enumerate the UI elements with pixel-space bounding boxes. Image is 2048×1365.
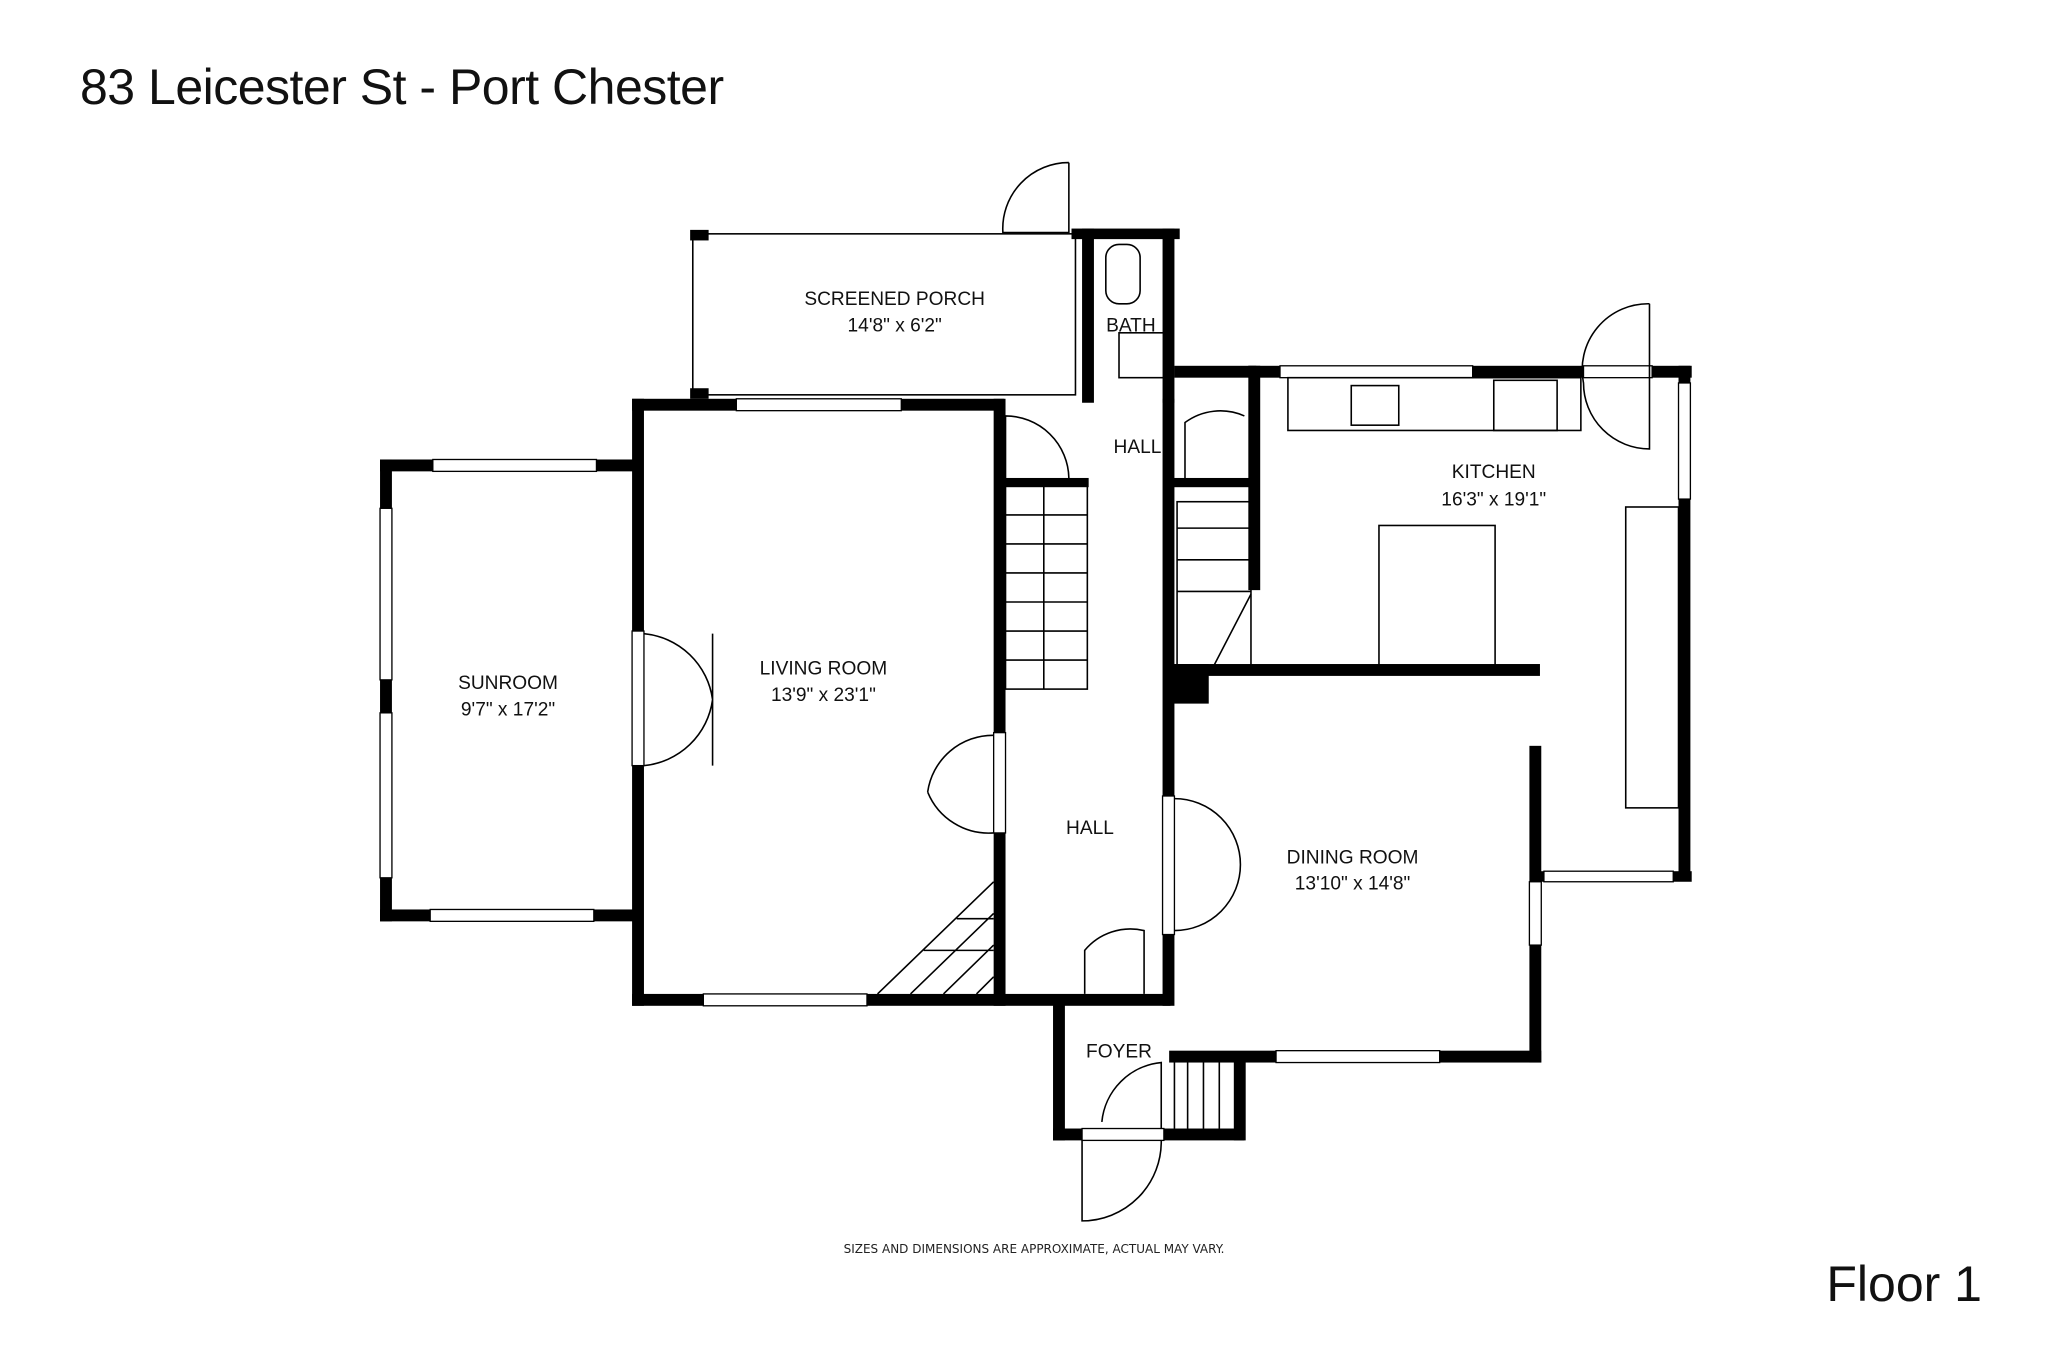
screened-porch-outline (691, 233, 1077, 396)
window (1677, 382, 1692, 500)
window (429, 908, 595, 923)
room-dims: 16'3" x 19'1" (1441, 490, 1546, 511)
door-swing-icon (1081, 928, 1163, 1222)
door-swing-icon (1581, 302, 1651, 450)
wall (1248, 365, 1261, 591)
window (735, 398, 902, 412)
chimney (1169, 664, 1209, 704)
kitchen-counter (1624, 506, 1680, 809)
french-door-icon (926, 734, 994, 834)
window (432, 458, 598, 473)
wall (1678, 365, 1691, 881)
window (1543, 870, 1674, 883)
french-door-icon (643, 632, 714, 767)
sink-icon (1118, 332, 1165, 379)
door-opening (1161, 795, 1176, 936)
wall (1162, 228, 1175, 403)
stairs (1173, 1062, 1221, 1129)
stair-treads (1177, 527, 1252, 666)
room-label: SCREENED PORCH (804, 289, 985, 310)
wall (1082, 228, 1094, 403)
stove-icon (1492, 379, 1558, 432)
stairs (1176, 500, 1252, 667)
wall (1174, 365, 1257, 378)
room-label: HALL (1066, 818, 1114, 839)
room-dims: 14'8" x 6'2" (848, 315, 942, 336)
wall (1233, 1053, 1246, 1141)
window (379, 712, 393, 879)
window (1275, 1050, 1441, 1064)
wall (993, 398, 1006, 1006)
wall (690, 229, 709, 241)
room-label: KITCHEN (1452, 462, 1536, 483)
floor-label: Floor 1 (1826, 1256, 1982, 1312)
kitchen-island (1378, 524, 1496, 669)
wall (690, 388, 709, 399)
room-dims: 9'7" x 17'2" (461, 699, 555, 720)
wall (998, 477, 1089, 488)
toilet-icon (1105, 243, 1141, 305)
stairs (1004, 485, 1089, 690)
room-label: SUNROOM (458, 673, 558, 694)
wall (1169, 477, 1251, 488)
door-swing-icon (1002, 161, 1070, 234)
wall (632, 993, 1171, 1006)
floorplan-title: 83 Leicester St - Port Chester (80, 59, 724, 115)
room-label: BATH (1106, 315, 1156, 336)
wall (380, 459, 392, 922)
window (1279, 365, 1474, 379)
stairs-down (876, 881, 995, 995)
room-dims: 13'9" x 23'1" (771, 685, 876, 706)
window (1528, 881, 1542, 946)
door-opening (1081, 1127, 1165, 1142)
sink-icon (1350, 384, 1400, 426)
wall (1169, 664, 1540, 676)
door-opening (1582, 365, 1653, 379)
room-label: FOYER (1086, 1041, 1152, 1062)
french-door-icon (1174, 797, 1242, 932)
stair-treads (1005, 485, 1088, 690)
wall (1053, 999, 1065, 1141)
window (702, 993, 868, 1007)
door-opening (992, 731, 1007, 834)
door-swing-icon (1004, 410, 1245, 478)
kitchen-counter (1287, 376, 1582, 432)
wall (1162, 398, 1175, 1006)
wall (1071, 228, 1180, 240)
window (379, 507, 393, 681)
door-opening (631, 630, 645, 767)
disclaimer: SIZES AND DIMENSIONS ARE APPROXIMATE, AC… (843, 1242, 1225, 1256)
room-label: LIVING ROOM (760, 659, 888, 680)
room-label: DINING ROOM (1287, 847, 1419, 868)
room-dims: 13'10" x 14'8" (1295, 874, 1411, 895)
room-label: HALL (1114, 437, 1162, 458)
